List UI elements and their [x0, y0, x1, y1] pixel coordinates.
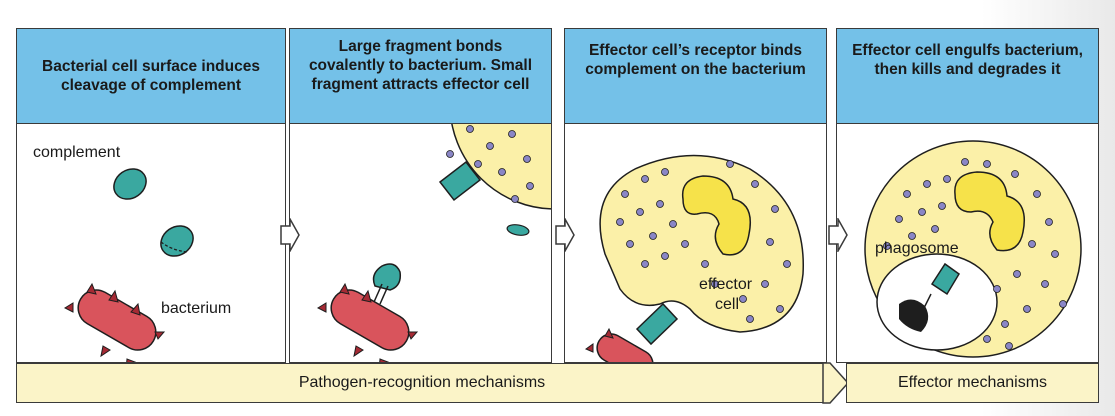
- pathogen-recognition-bar: Pathogen-recognition mechanisms: [16, 363, 828, 403]
- complement-molecule: [113, 168, 147, 200]
- panel-1-body: complement bacterium: [17, 124, 285, 362]
- effector-cell-body: [599, 154, 804, 333]
- arrow-1-icon: [280, 218, 300, 252]
- large-fragment: [372, 263, 402, 291]
- phagosome-shape: [876, 253, 998, 351]
- arrow-3-icon: [828, 218, 848, 252]
- receptor-complement: [635, 302, 679, 346]
- panel-1: Bacterial cell surface induces cleavage …: [16, 28, 286, 363]
- panel-3-illustration: [584, 154, 804, 362]
- panel-4-illustration: [864, 140, 1082, 358]
- nucleus: [681, 175, 751, 256]
- panel-1-header: Bacterial cell surface induces cleavage …: [17, 29, 285, 124]
- phagosome-label: phagosome: [875, 240, 959, 257]
- degraded-bacterium: [899, 299, 929, 332]
- bacterium-shape: [316, 282, 419, 362]
- cleavage-line: [160, 241, 188, 253]
- panel-4-header: Effector cell engulfs bacterium, then ki…: [837, 29, 1098, 124]
- small-fragment: [506, 224, 530, 236]
- effector-cell-edge: [451, 124, 551, 210]
- receptor: [438, 160, 482, 202]
- panel-2: Large fragment bonds covalently to bacte…: [289, 28, 552, 363]
- cell-label: cell: [715, 296, 740, 313]
- panel-3-header: Effector cell’s receptor binds complemen…: [565, 29, 826, 124]
- bacterium-shape: [63, 282, 166, 362]
- panel-2-header: Large fragment bonds covalently to bacte…: [290, 29, 551, 124]
- panel-1-illustration: [63, 168, 194, 362]
- bacterium-label: bacterium: [161, 300, 232, 317]
- panel-4: Effector cell engulfs bacterium, then ki…: [836, 28, 1099, 363]
- panel-2-illustration: [316, 124, 551, 362]
- effector-label: effector: [699, 276, 753, 293]
- complement-molecule-cleavage: [160, 225, 194, 257]
- arrow-2-icon: [555, 218, 575, 252]
- panel-3-body: effector cell: [565, 124, 826, 362]
- footer-arrow-icon: [822, 362, 850, 404]
- effector-mechanisms-bar: Effector mechanisms: [846, 363, 1099, 403]
- panel-3: Effector cell’s receptor binds complemen…: [564, 28, 827, 363]
- complement-label: complement: [33, 144, 121, 161]
- bacterium-shape: [584, 327, 654, 362]
- nucleus: [954, 171, 1025, 252]
- panel-2-body: [290, 124, 551, 362]
- panel-4-body: phagosome: [837, 124, 1098, 362]
